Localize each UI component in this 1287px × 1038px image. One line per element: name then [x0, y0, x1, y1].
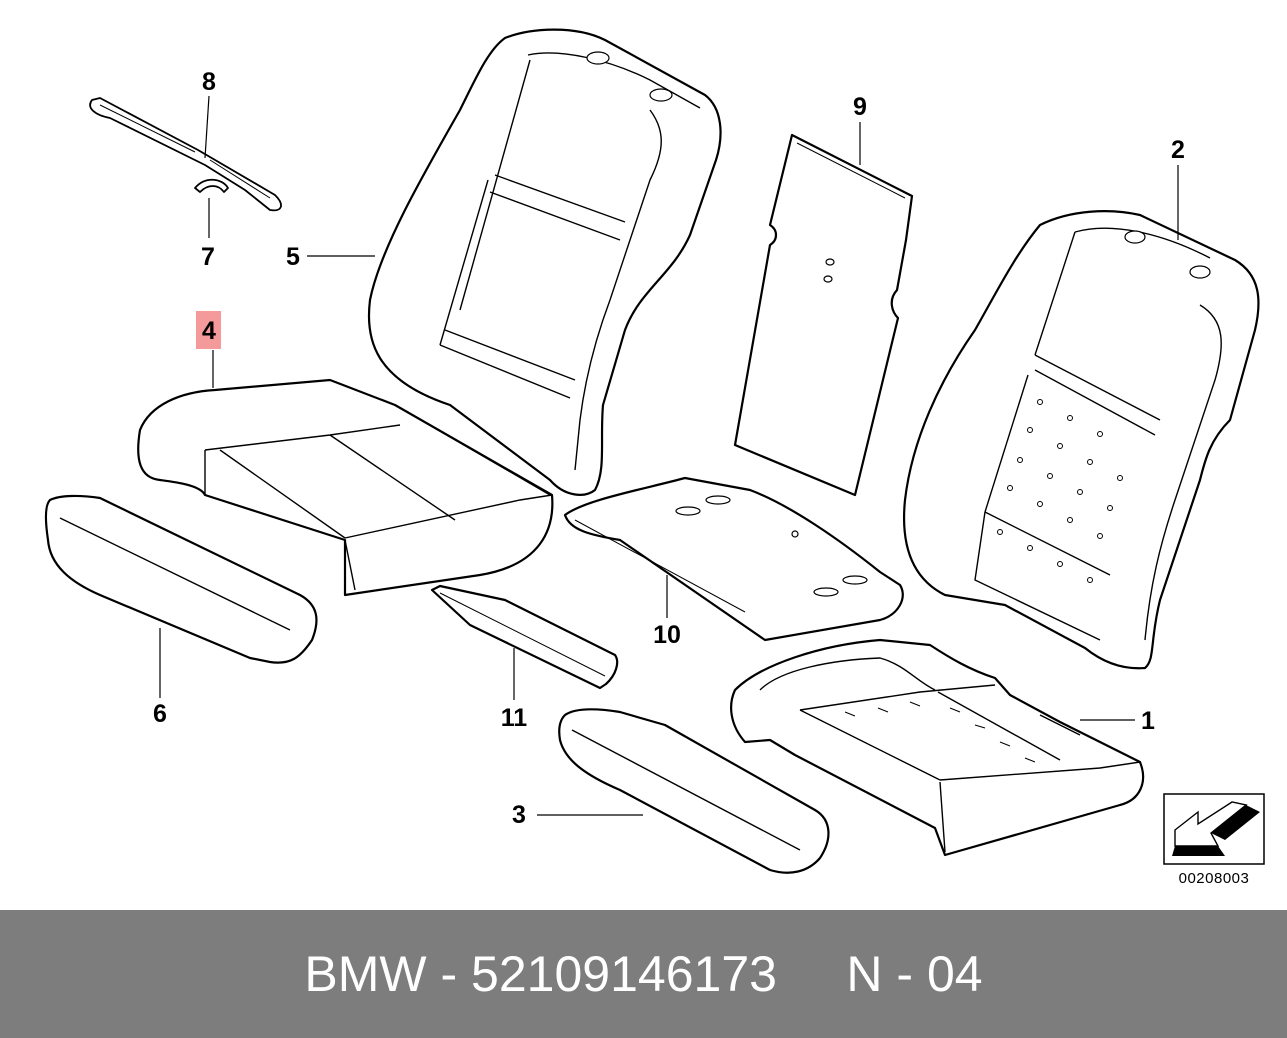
backrest-cover-part	[367, 28, 722, 496]
seat-cushion-part	[137, 378, 554, 597]
callout-1: 1	[1141, 707, 1155, 735]
side-bolster-left-part	[44, 494, 318, 664]
arrow-icon	[1163, 793, 1265, 865]
callout-2: 2	[1171, 136, 1185, 164]
seat-pan-part	[563, 476, 904, 642]
position-prefix: N	[846, 946, 883, 1002]
callout-3: 3	[512, 801, 526, 829]
diagram-reference-code: 00208003	[1178, 870, 1250, 887]
callout-5: 5	[286, 243, 300, 271]
callout-labels: 1 2 3 4 5 6 7 8 9 10 11	[153, 68, 1185, 829]
callout-4: 4	[202, 317, 216, 345]
backrest-panel-part	[733, 133, 914, 497]
callout-10: 10	[653, 621, 681, 649]
seat-cover-part	[730, 638, 1145, 857]
callout-6: 6	[153, 700, 167, 728]
backrest-rear-cover-part	[903, 210, 1260, 670]
perforation-dots	[997, 399, 1123, 583]
brand-name: BMW	[304, 946, 427, 1002]
side-bolster-right-part	[558, 708, 830, 874]
position-number: 04	[926, 946, 983, 1002]
callout-9: 9	[853, 93, 867, 121]
callout-7: 7	[201, 243, 215, 271]
callout-8: 8	[202, 68, 216, 96]
strip-part	[430, 584, 619, 690]
wire-part	[89, 97, 282, 212]
separator: -	[896, 946, 914, 1002]
clip-part	[194, 178, 229, 193]
highlight-box	[196, 311, 221, 349]
part-number-banner: BMW - 52109146173 N - 04	[0, 910, 1287, 1038]
callout-11: 11	[501, 704, 528, 732]
separator: -	[440, 946, 458, 1002]
part-number: 52109146173	[471, 946, 777, 1002]
leader-lines	[159, 95, 1179, 816]
parts-diagram: 1 2 3 4 5 6 7 8 9 10 11	[44, 28, 1265, 874]
